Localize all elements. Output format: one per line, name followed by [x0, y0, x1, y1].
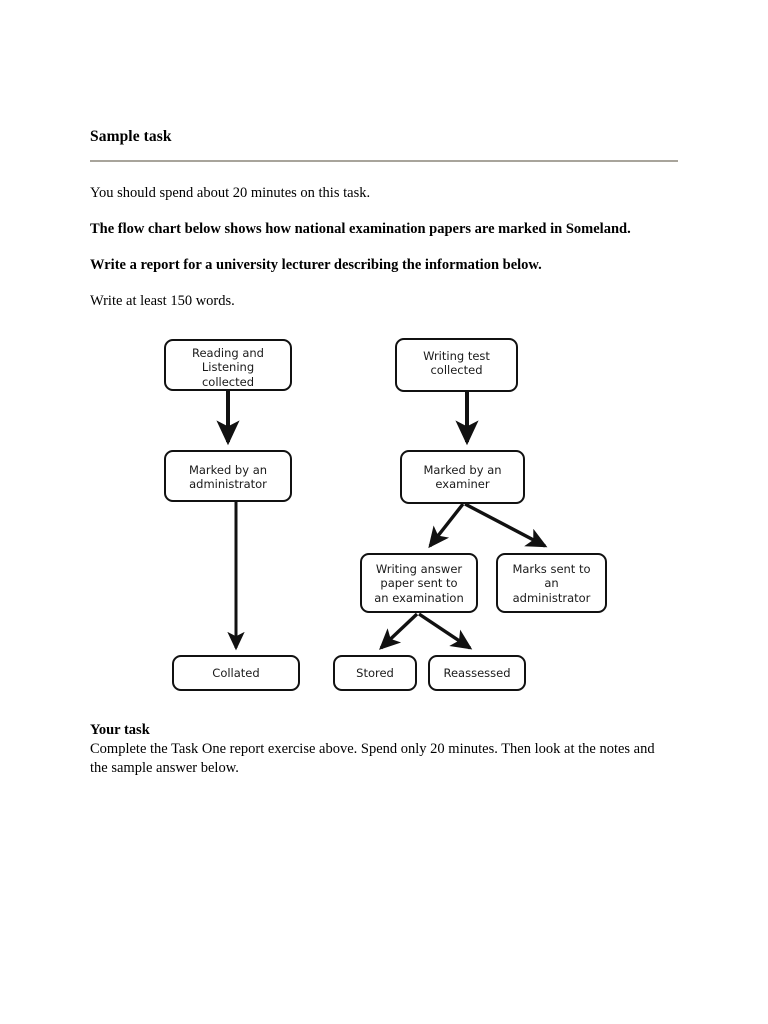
- flow-node-line: Marked by an: [423, 463, 502, 477]
- your-task-heading: Your task: [90, 722, 150, 738]
- flow-node-line: Reassessed: [443, 666, 511, 680]
- instruction-paragraph-3: Write a report for a university lecturer…: [90, 257, 542, 273]
- flow-node-reassessed: Reassessed: [428, 655, 526, 691]
- flow-node-line: collected: [430, 363, 483, 378]
- instruction-paragraph-4: Write at least 150 words.: [90, 293, 235, 309]
- flow-node-line-clipped: an examination: [374, 590, 464, 605]
- flow-node-marked-by-examiner: Marked by an examiner: [400, 450, 525, 504]
- flow-node-line: Stored: [356, 666, 394, 680]
- flow-node-line: Listening: [201, 360, 255, 375]
- flow-node-line: Writing test: [423, 349, 490, 363]
- flow-node-writing-answer-paper: Writing answer paper sent to an examinat…: [360, 553, 478, 613]
- edge-examiner-to-answer-paper: [428, 502, 465, 549]
- flow-node-line: Marks sent to: [512, 562, 591, 576]
- flow-node-marked-by-administrator: Marked by an administrator: [164, 450, 292, 502]
- flow-node-writing-test-collected: Writing test collected: [395, 338, 518, 392]
- your-task-section: Your task Complete the Task One report e…: [90, 721, 670, 778]
- instruction-paragraph-2: The flow chart below shows how national …: [90, 221, 631, 237]
- your-task-body: Complete the Task One report exercise ab…: [90, 741, 655, 777]
- flow-node-line: examiner: [435, 477, 490, 492]
- edge-answer-paper-to-stored: [379, 612, 419, 650]
- instruction-paragraph-1: You should spend about 20 minutes on thi…: [90, 185, 371, 201]
- flow-node-stored: Stored: [333, 655, 417, 691]
- flow-node-line: Marked by an: [188, 463, 268, 477]
- flow-node-line: Writing answer: [375, 562, 463, 576]
- flow-node-marks-sent-to-administrator: Marks sent to an administrator: [496, 553, 607, 613]
- edge-answer-paper-to-reassessed: [418, 612, 473, 650]
- flow-node-reading-listening: Reading and Listening collected: [164, 339, 292, 391]
- flow-node-line: administrator: [512, 590, 591, 605]
- flow-node-line: Collated: [212, 666, 260, 680]
- flow-node-line: Reading and: [192, 346, 264, 360]
- flow-node-line-clipped: collected: [201, 374, 255, 389]
- flow-node-line: paper sent to: [380, 576, 458, 591]
- edge-examiner-to-marks-sent: [464, 502, 548, 548]
- title-divider: [90, 160, 678, 162]
- flow-node-line: administrator: [189, 477, 267, 492]
- flow-node-collated: Collated: [172, 655, 300, 691]
- flow-node-line: an: [544, 576, 559, 591]
- page-title: Sample task: [90, 128, 172, 145]
